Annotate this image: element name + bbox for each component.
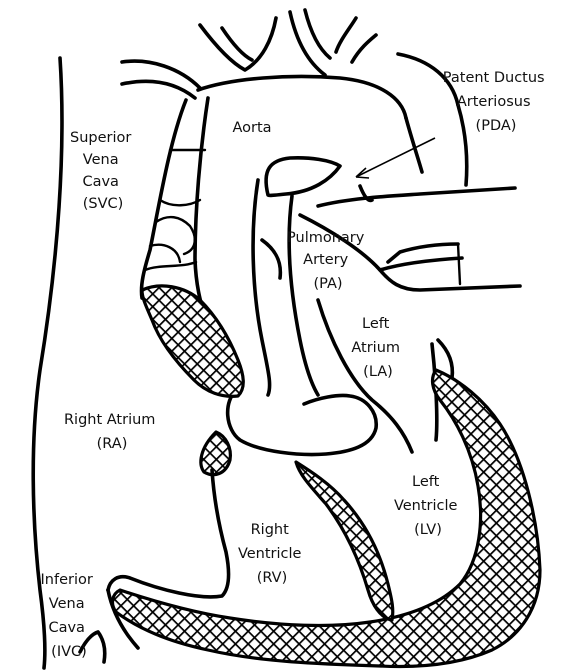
right-atrium-muscle <box>142 286 243 396</box>
svc-label: Superior Vena Cava (SVC) <box>70 130 136 212</box>
pa-label: Pulmonary Artery (PA) <box>287 230 369 292</box>
atrioventricular-valves <box>228 388 377 454</box>
la-label: Left Atrium (LA) <box>351 316 404 380</box>
aorta-label: Aorta <box>232 120 271 136</box>
tricuspid-muscle <box>201 432 230 475</box>
superior-vena-cava-column <box>141 98 208 318</box>
pulmonary-artery <box>253 158 520 395</box>
lv-label: Left Ventricle (LV) <box>394 474 462 538</box>
rv-label: Right Ventricle (RV) <box>238 522 306 586</box>
ventricle-muscle-wall <box>113 370 540 666</box>
ivc-label: Inferior Vena Cava (IVC) <box>41 572 98 660</box>
right-ventricle-outline <box>108 470 229 597</box>
pda-label: Patent Ductus Arteriosus (PDA) <box>443 70 549 134</box>
ra-label: Right Atrium (RA) <box>64 412 160 452</box>
interventricular-septum <box>296 462 393 620</box>
